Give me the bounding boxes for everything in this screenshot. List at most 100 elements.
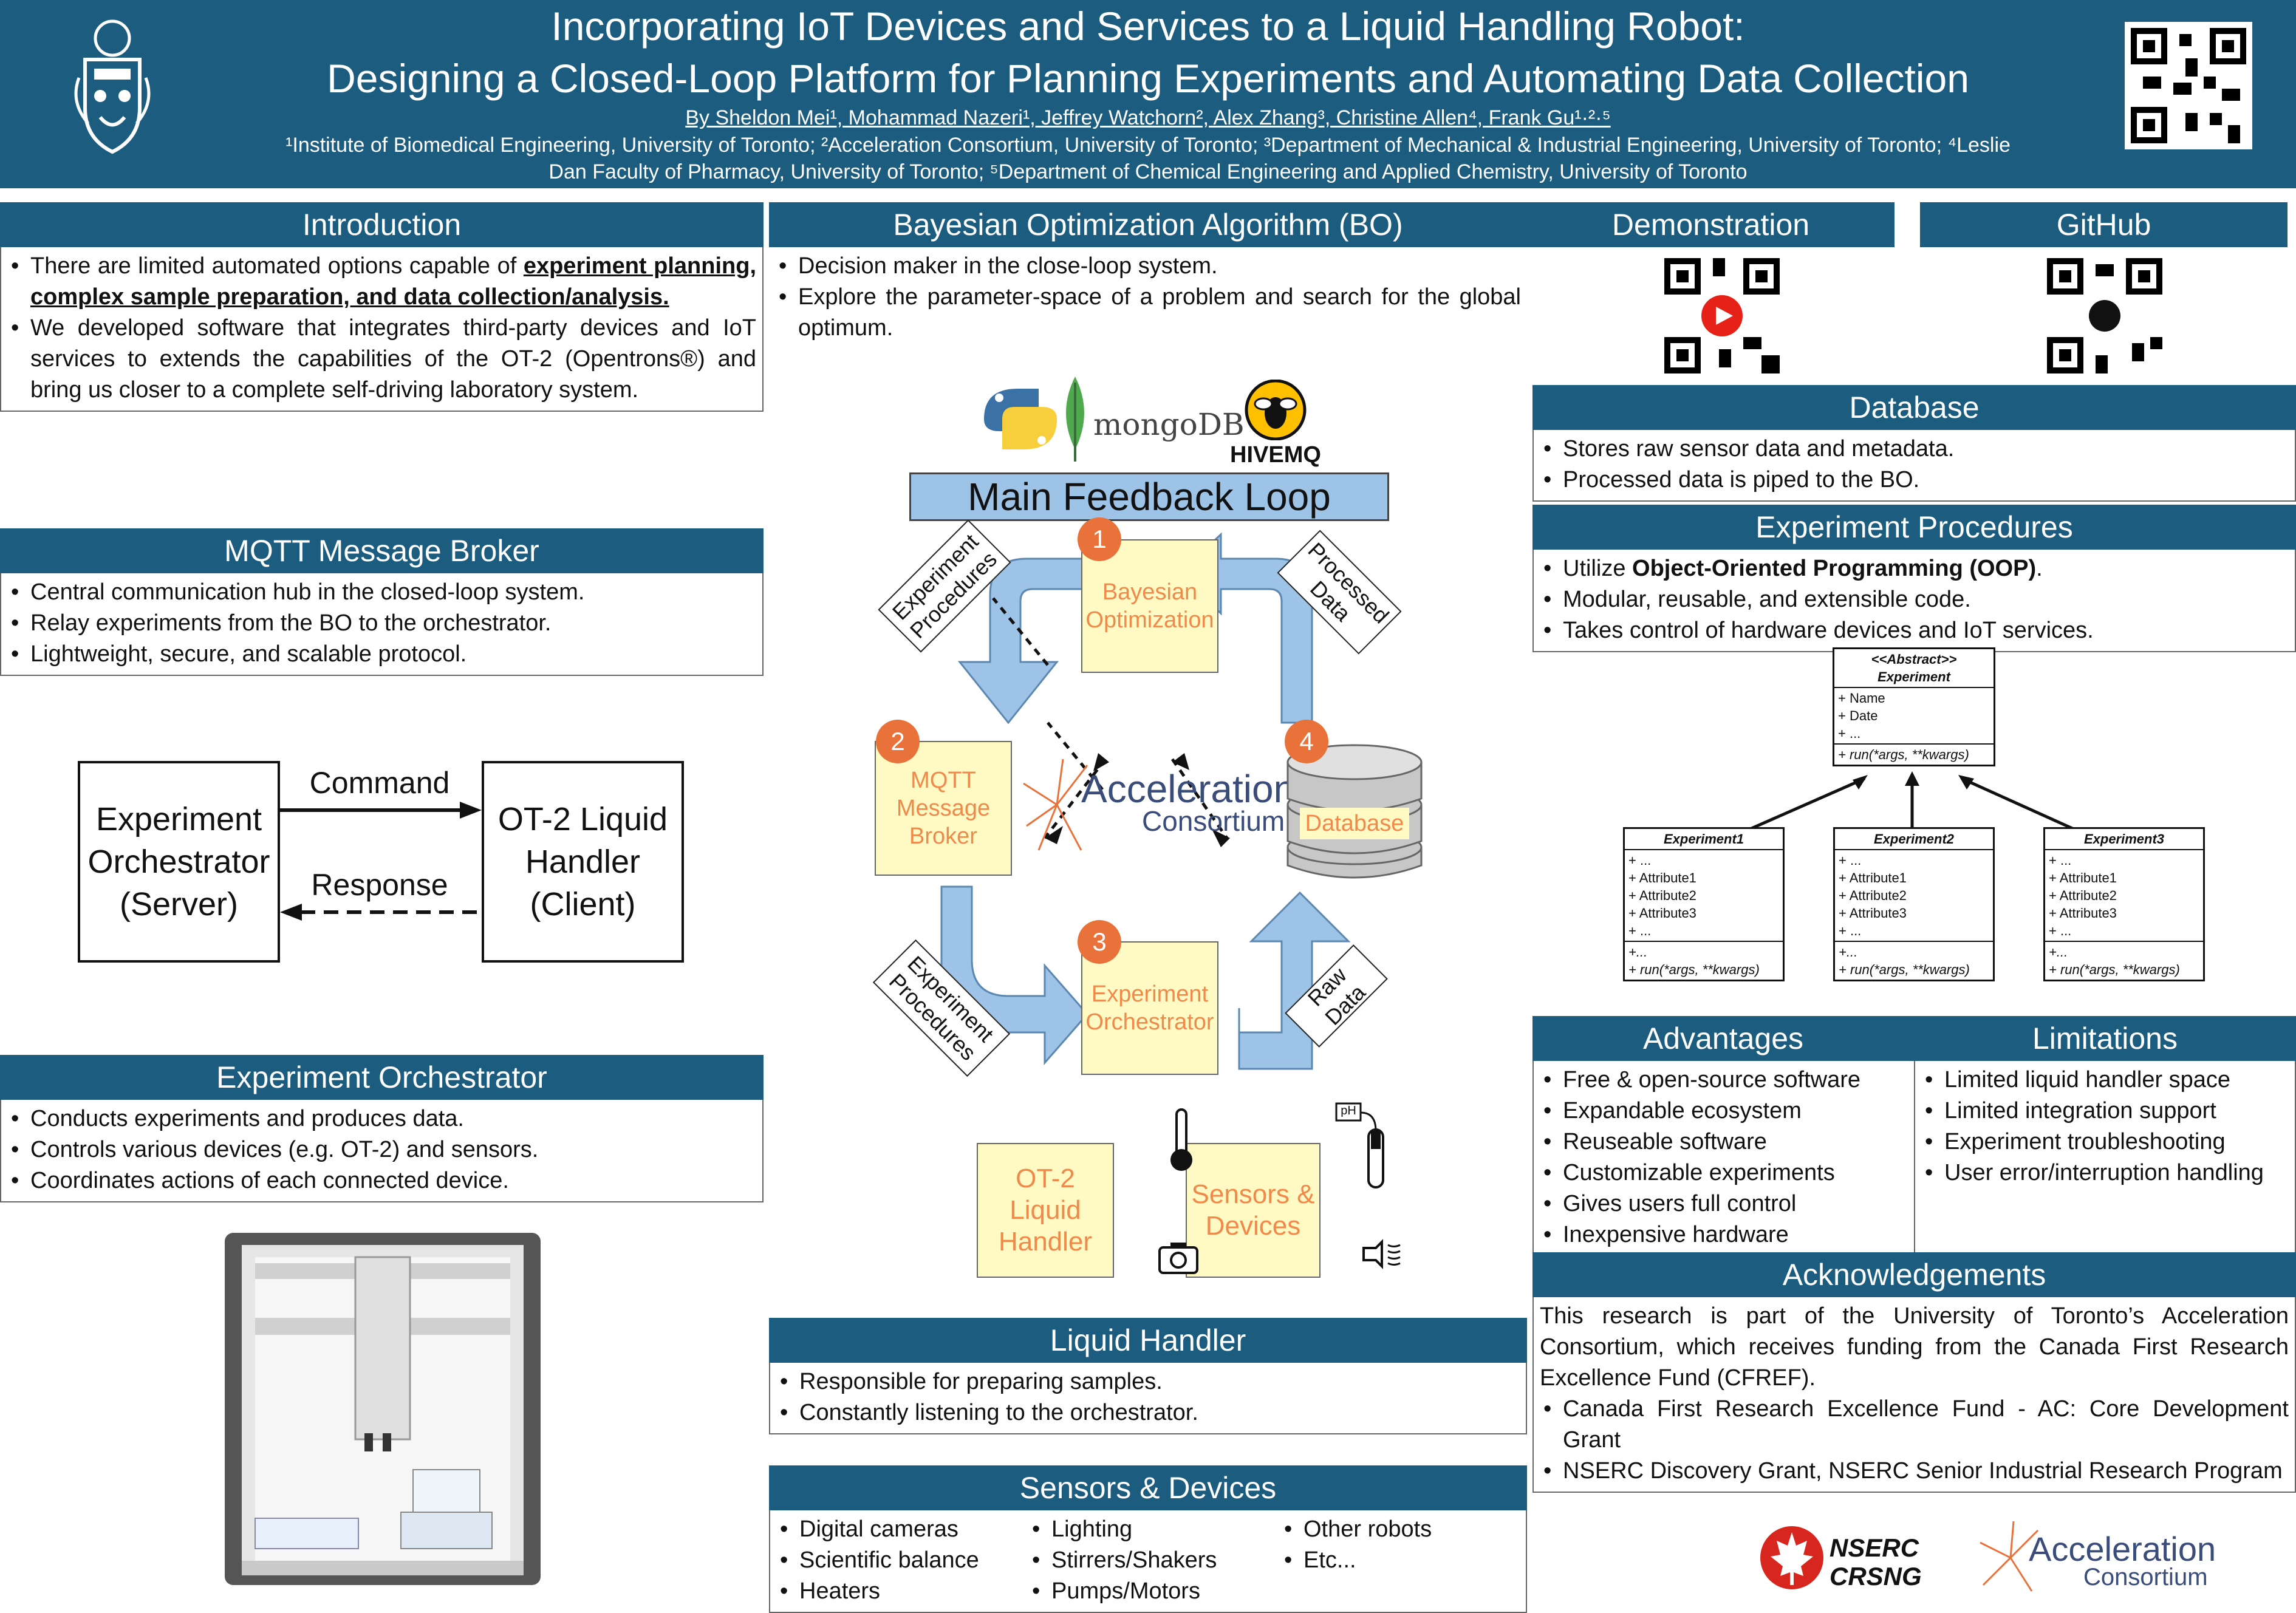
affiliations-line2: Dan Faculty of Pharmacy, University of T… [548,160,1748,183]
list-item: Relay experiments from the BO to the orc… [7,608,756,639]
section-heading: Advantages [1532,1016,1914,1061]
orchestrator-box: Experiment Orchestrator [1081,941,1218,1075]
list-item: Scientific balance [776,1545,1028,1576]
section-heading: GitHub [1920,202,2287,247]
ph-meter-icon [1335,1102,1384,1188]
main-feedback-loop-title: Main Feedback Loop [909,472,1389,521]
introduction-section: Introduction There are limited automated… [0,202,764,412]
list-item: Canada First Research Excellence Fund - … [1540,1394,2289,1456]
response-label: Response [311,868,448,902]
ac-logo-big: Acceleration [1081,767,1296,811]
list-item: Takes control of hardware devices and Io… [1540,615,2289,646]
python-logo [984,389,1057,449]
authors: By Sheldon Mei¹, Mohammad Nazeri¹, Jeffr… [685,106,1611,129]
uml-experiment2: Experiment2 + ...+ Attribute1+ Attribute… [1833,827,1995,981]
list-item: Lightweight, secure, and scalable protoc… [7,639,756,670]
section-heading: Bayesian Optimization Algorithm (BO) [769,202,1527,247]
acceleration-consortium-footer-icon [1980,1521,2039,1592]
command-label: Command [309,766,450,800]
section-heading: Liquid Handler [769,1318,1527,1363]
list-item: Inexpensive hardware [1540,1219,1908,1250]
list-item: Limited integration support [1921,1096,2289,1127]
list-item: Lighting [1028,1514,1280,1545]
nserc-label: NSERC [1830,1533,1919,1562]
step-badge-2: 2 [876,720,920,763]
list-item: Stirrers/Shakers [1028,1545,1280,1576]
list-item: Responsible for preparing samples. [776,1366,1520,1397]
list-item: Decision maker in the close-loop system. [775,251,1521,282]
section-heading: Database [1532,385,2296,430]
lighting-icon [1362,1239,1401,1269]
list-item: Heaters [776,1576,1028,1607]
ac-footer-small: Consortium [2083,1564,2208,1591]
uml-experiment1: Experiment1 + ...+ Attribute1+ Attribute… [1623,827,1785,981]
uml-abstract-experiment: <<Abstract>>Experiment + Name+ Date+ ...… [1833,647,1995,766]
ph-label: pH [1341,1104,1356,1117]
list-item: Free & open-source software [1540,1065,1908,1096]
list-item: There are limited automated options capa… [7,251,756,313]
list-item: We developed software that integrates th… [7,313,756,406]
list-item: Other robots [1280,1514,1517,1545]
mongodb-leaf-icon [1066,377,1084,462]
university-crest-logo [74,19,151,154]
github-qr-code[interactable] [2041,252,2168,380]
list-item: Central communication hub in the closed-… [7,577,756,608]
github-section: GitHub [1920,202,2287,247]
list-item: Stores raw sensor data and metadata. [1540,434,2289,465]
list-item: Limited liquid handler space [1921,1065,2289,1096]
mqtt-broker-box: MQTT Message Broker [875,741,1012,876]
poster-title-line1: Incorporating IoT Devices and Services t… [551,4,1745,49]
list-item: Expandable ecosystem [1540,1096,1908,1127]
experiment-procedures-section: Experiment Procedures Utilize Object-Ori… [1532,505,2296,652]
acknowledgements-section: Acknowledgements This research is part o… [1532,1252,2296,1493]
list-item: Conducts experiments and produces data. [7,1103,756,1134]
ot2-client-box: OT-2 Liquid Handler (Client) [482,761,684,963]
hivemq-label: HIVEMQ [1230,442,1321,468]
section-heading: MQTT Message Broker [0,528,764,573]
ac-logo-small: Consortium [1142,805,1285,837]
list-item: User error/interruption handling [1921,1158,2289,1188]
youtube-qr-code[interactable] [1658,252,1786,380]
database-section: Database Stores raw sensor data and meta… [1532,385,2296,502]
mongodb-label: mongoDB [1093,407,1245,442]
section-heading: Acknowledgements [1532,1252,2296,1297]
uml-inheritance-arrows [1742,771,2082,834]
list-item: NSERC Discovery Grant, NSERC Senior Indu… [1540,1456,2289,1487]
nserc-maple-leaf-logo [1760,1526,1823,1589]
acceleration-consortium-logo [1023,759,1088,851]
advantages-section: Advantages Free & open-source software E… [1532,1016,1914,1257]
section-heading: Introduction [0,202,764,247]
bayesian-optimization-box: Bayesian Optimization [1081,539,1218,673]
orchestrator-server-box: Experiment Orchestrator (Server) [78,761,280,963]
list-item: Etc... [1280,1545,1517,1576]
orchestrator-section: Experiment Orchestrator Conducts experim… [0,1055,764,1202]
poster-title-line2: Designing a Closed-Loop Platform for Pla… [327,56,1969,101]
list-item: Processed data is piped to the BO. [1540,465,2289,496]
camera-icon [1158,1243,1198,1274]
list-item: Reuseable software [1540,1127,1908,1158]
poster-header: Incorporating IoT Devices and Services t… [0,0,2296,188]
header-qr-code[interactable] [2125,22,2252,149]
hivemq-bee-icon [1245,380,1307,440]
section-heading: Sensors & Devices [769,1465,1527,1510]
step-badge-4: 4 [1285,720,1328,763]
thermometer-icon [1170,1108,1192,1171]
ack-paragraph: This research is part of the University … [1540,1303,2289,1391]
step-badge-1: 1 [1078,517,1121,561]
bo-section: Bayesian Optimization Algorithm (BO) Dec… [769,202,1527,349]
ot2-robot-illustration [225,1233,541,1585]
affiliations-line1: ¹Institute of Biomedical Engineering, Un… [285,134,2011,157]
list-item: Customizable experiments [1540,1158,1908,1188]
database-label: Database [1300,808,1409,839]
list-item: Explore the parameter-space of a problem… [775,282,1521,344]
list-item: Modular, reusable, and extensible code. [1540,584,2289,615]
list-item: Utilize Object-Oriented Programming (OOP… [1540,553,2289,584]
list-item: Gives users full control [1540,1188,1908,1219]
section-heading: Experiment Orchestrator [0,1055,764,1100]
mqtt-section: MQTT Message Broker Central communicatio… [0,528,764,676]
list-item: Controls various devices (e.g. OT-2) and… [7,1134,756,1165]
section-heading: Limitations [1914,1016,2296,1061]
command-response-arrows [280,802,482,921]
section-heading: Demonstration [1527,202,1895,247]
crsng-label: CRSNG [1830,1562,1922,1591]
